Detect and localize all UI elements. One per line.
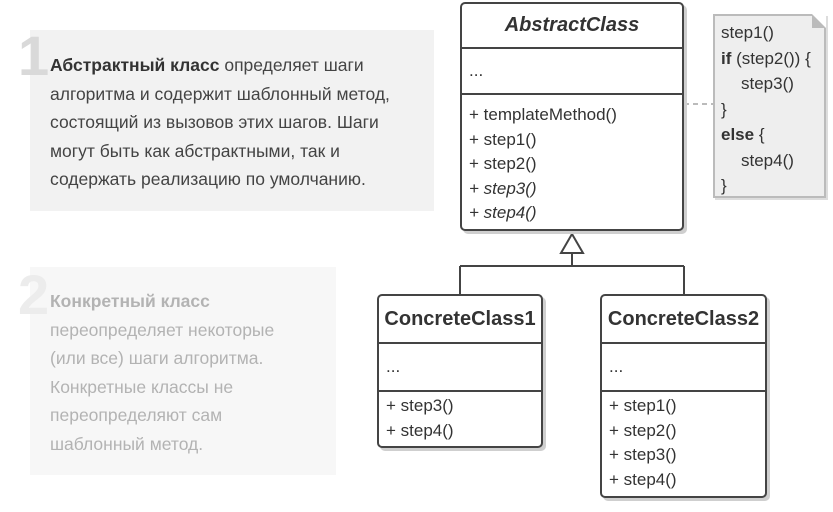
inheritance-arrow bbox=[559, 232, 585, 254]
concrete-class-2-fields: ... bbox=[602, 344, 765, 392]
step-1-text: Абстрактный класс определяет шаги алгори… bbox=[50, 51, 428, 194]
concrete-class-2-box: ConcreteClass2 ... + step1() + step2() +… bbox=[600, 294, 767, 498]
method-step4-abstract: + step4() bbox=[469, 203, 537, 222]
concrete-class-2-title: ConcreteClass2 bbox=[602, 296, 765, 344]
method-item: + step2() bbox=[609, 420, 677, 440]
abstract-class-methods: + templateMethod() + step1() + step2() +… bbox=[462, 95, 682, 226]
note-if-keyword: if bbox=[721, 48, 732, 68]
note-line-1: step1() bbox=[721, 23, 774, 42]
template-method-note: step1() if (step2()) { step3() } else { … bbox=[713, 14, 826, 198]
concrete-class-2-methods: + step1() + step2() + step3() + step4() bbox=[602, 392, 765, 492]
method-item: + step3() bbox=[386, 396, 454, 415]
step-2-text: Конкретный класс переопределяет некоторы… bbox=[50, 287, 310, 458]
method-step1: + step1() bbox=[469, 129, 537, 149]
step-2-panel: 2 Конкретный класс переопределяет некото… bbox=[18, 267, 336, 475]
method-step2: + step2() bbox=[469, 154, 537, 173]
concrete-class-1-methods: + step3() + step4() bbox=[379, 392, 541, 443]
step-2-bold: Конкретный класс bbox=[50, 291, 210, 311]
abstract-class-fields: ... bbox=[462, 49, 682, 95]
note-if-condition: (step2()) { bbox=[731, 48, 811, 68]
note-line-6: step4() bbox=[741, 150, 794, 170]
step-1-number: 1 bbox=[18, 24, 50, 87]
step-1-body: определяет шаги алгоритма и содержит шаб… bbox=[50, 55, 390, 189]
note-line-5: else { bbox=[721, 122, 824, 148]
step-2-body: переопределяет некоторые (или все) шаги … bbox=[50, 319, 275, 454]
concrete-class-1-box: ConcreteClass1 ... + step3() + step4() bbox=[377, 294, 543, 448]
note-else-keyword: else bbox=[721, 125, 755, 144]
note-fold-corner bbox=[812, 14, 826, 28]
method-item: + step1() bbox=[609, 396, 677, 415]
method-template: + templateMethod() bbox=[469, 105, 617, 124]
step-1-bold: Абстрактный класс bbox=[50, 55, 220, 75]
note-line-3: step3() bbox=[741, 74, 794, 93]
concrete-class-1-title: ConcreteClass1 bbox=[379, 296, 541, 344]
step-2-number: 2 bbox=[18, 263, 50, 326]
note-line-2: if (step2()) { bbox=[721, 46, 824, 72]
method-step3-abstract: + step3() bbox=[469, 178, 537, 198]
note-line-7: } bbox=[721, 176, 727, 195]
abstract-class-title: AbstractClass bbox=[462, 4, 682, 49]
step-1-panel: 1 Абстрактный класс определяет шаги алго… bbox=[18, 28, 434, 211]
concrete-class-1-fields: ... bbox=[379, 344, 541, 392]
method-item: + step3() bbox=[609, 445, 677, 464]
note-line-4: } bbox=[721, 99, 727, 119]
method-item: + step4() bbox=[386, 420, 454, 440]
abstract-class-box: AbstractClass ... + templateMethod() + s… bbox=[460, 2, 684, 231]
method-item: + step4() bbox=[609, 469, 677, 489]
note-else-brace: { bbox=[754, 125, 765, 144]
